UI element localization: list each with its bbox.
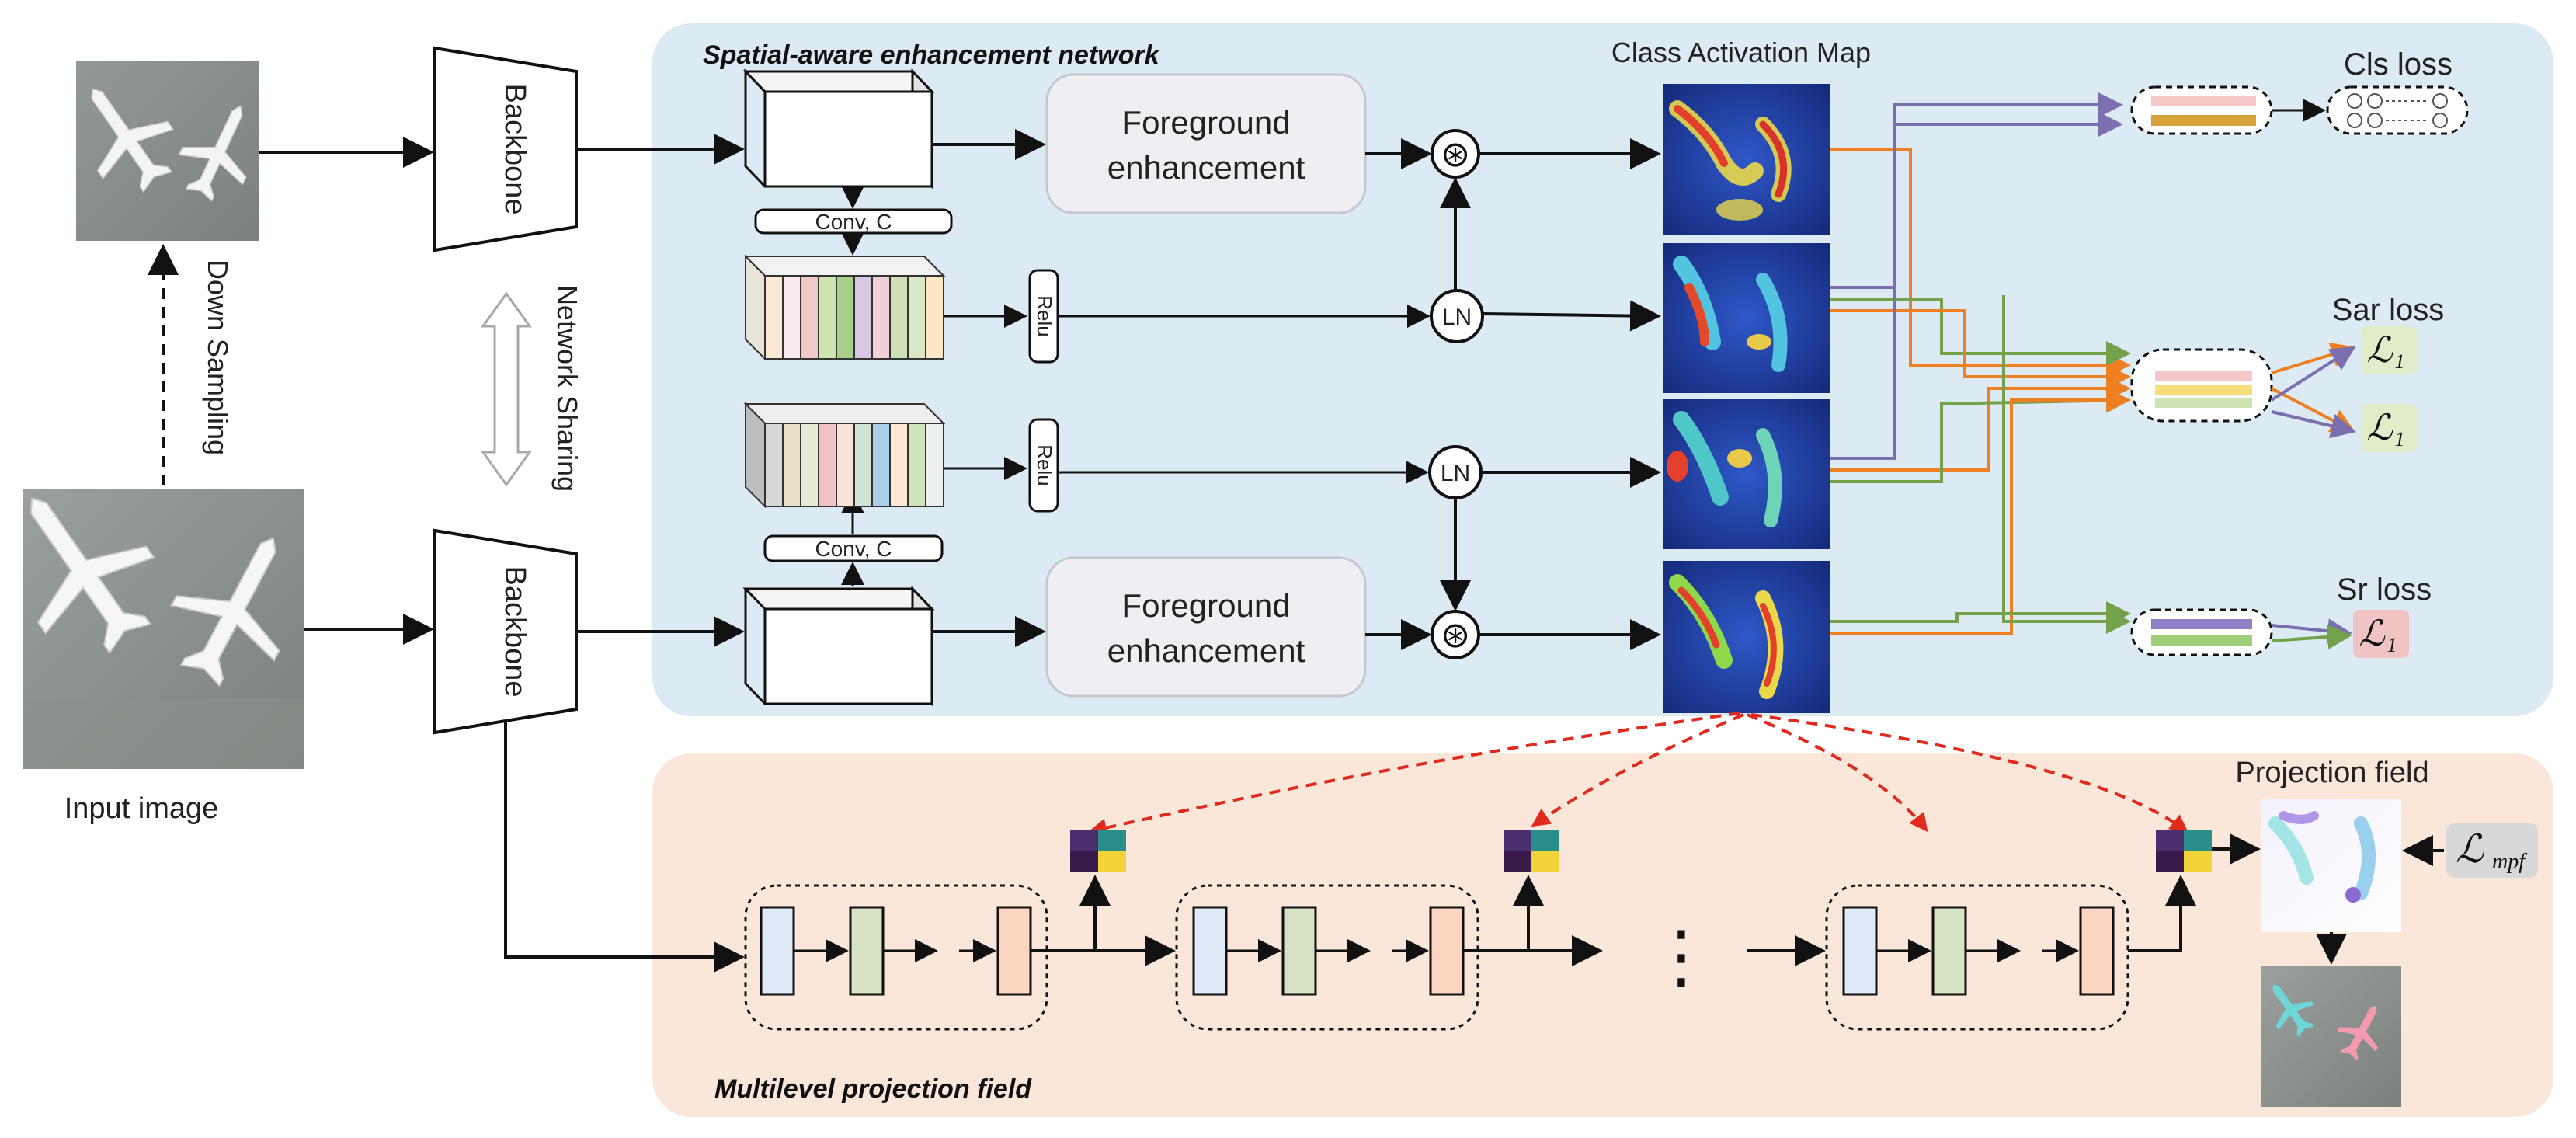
projection-stage-3 — [1825, 884, 2129, 1031]
projection-title: Multilevel projection field — [714, 1074, 1032, 1104]
arrow — [2128, 875, 2196, 952]
cam-projection-arrows — [1088, 712, 2189, 837]
projection-stage-2 — [1175, 884, 1479, 1031]
cam-map-4 — [1663, 561, 1830, 713]
multiply-op-top: ⊛ — [1431, 129, 1480, 179]
network-sharing-arrow — [481, 291, 532, 487]
feature-block-bottom — [742, 586, 935, 707]
sr-loss-label: Sr loss — [2337, 572, 2432, 607]
multiply-symbol-bottom: ⊛ — [1441, 614, 1471, 656]
sr-l1-box — [2353, 610, 2409, 658]
spatial-title: Spatial-aware enhancement network — [703, 40, 1161, 70]
projection-stage-1 — [744, 884, 1048, 1031]
relu-top-label: Relu — [1033, 295, 1056, 336]
cls-class-dots — [2347, 93, 2448, 128]
channel-stack-top — [743, 254, 946, 361]
mpf-loss-sub: mpf — [2492, 850, 2527, 874]
cam-title: Class Activation Map — [1611, 37, 1871, 68]
backbone-bottom-label: Backbone — [499, 566, 531, 697]
mini-grid-3 — [2156, 830, 2212, 872]
cam-map-3 — [1663, 399, 1830, 549]
mpf-loss-script: ℒ — [2456, 827, 2484, 871]
airplane-icon — [91, 88, 174, 193]
foreground-enhancement-bottom: Foreground enhancement — [1045, 556, 1367, 698]
multiply-op-bottom: ⊛ — [1431, 610, 1480, 659]
ln-top: LN — [1430, 289, 1484, 343]
feature-block-top — [742, 68, 935, 190]
channel-stack-bottom — [743, 402, 946, 509]
sar-bar-2 — [2155, 385, 2252, 395]
routing-lines — [1830, 92, 2131, 635]
airplane-icon — [30, 497, 155, 655]
projection-field-image — [2261, 799, 2401, 932]
cls-class-pill — [2326, 85, 2469, 135]
airplane-icon — [170, 537, 280, 687]
arrow — [1482, 300, 1661, 332]
sar-l1-box-1 — [2361, 326, 2417, 374]
arrow — [504, 722, 745, 973]
sar-bar-1 — [2155, 371, 2252, 381]
ln-bottom-label: LN — [1441, 461, 1470, 486]
conv-top-label: Conv, C — [815, 210, 892, 234]
ellipsis-dots: ⋮ — [1646, 916, 1716, 997]
mini-grid-1 — [1070, 830, 1126, 872]
cls-bar-2 — [2151, 115, 2256, 126]
projection-field-label: Projection field — [2235, 757, 2428, 789]
foreground-enhancement-top: Foreground enhancement — [1045, 73, 1367, 214]
arrow — [2271, 624, 2352, 649]
sr-l1-sub: 1 — [2387, 634, 2397, 656]
sar-l1-script-1: ℒ — [2366, 330, 2393, 370]
cls-bar-1 — [2151, 96, 2256, 106]
arrow — [2270, 346, 2356, 402]
airplane-icon — [178, 105, 247, 202]
projection-panel — [652, 753, 2553, 1117]
sr-feature-pill — [2130, 608, 2273, 656]
arrow — [1047, 875, 1111, 952]
input-image — [23, 489, 304, 769]
fg-bottom-line2: enhancement — [1107, 632, 1305, 669]
fg-top-line2: enhancement — [1107, 149, 1305, 186]
cls-feature-pill — [2130, 85, 2273, 135]
arrow — [1478, 875, 1544, 952]
sar-l1-sub-2: 1 — [2395, 428, 2405, 451]
down-sampling-label: Down Sampling — [202, 259, 234, 455]
fg-bottom-line1: Foreground — [1121, 587, 1290, 624]
sr-bar-1 — [2151, 619, 2252, 629]
sar-l1-script-2: ℒ — [2366, 408, 2393, 447]
relu-bottom-label: Relu — [1033, 444, 1056, 485]
network-sharing-label: Network Sharing — [551, 285, 583, 492]
backbone-top-label: Backbone — [499, 83, 531, 214]
input-image-label: Input image — [64, 792, 219, 825]
mini-grid-2 — [1504, 830, 1559, 872]
cam-map-2 — [1663, 243, 1830, 393]
cam-map-1 — [1663, 84, 1830, 235]
conv-bottom-label: Conv, C — [815, 537, 892, 561]
sr-l1-script: ℒ — [2359, 614, 2385, 653]
conv-bottom-box — [763, 534, 944, 562]
arrow — [2271, 410, 2356, 439]
multiply-symbol-top: ⊛ — [1441, 133, 1471, 175]
colorized-result-image — [2261, 966, 2401, 1107]
ln-bottom: LN — [1428, 445, 1483, 499]
relu-bottom-box — [1028, 418, 1059, 513]
sar-loss-label: Sar loss — [2332, 293, 2445, 327]
sar-l1-box-2 — [2361, 404, 2417, 452]
cls-loss-label: Cls loss — [2344, 47, 2453, 82]
sar-l1-sub-1: 1 — [2395, 350, 2405, 373]
ln-top-label: LN — [1442, 305, 1472, 330]
fg-top-line1: Foreground — [1121, 104, 1290, 141]
sar-bar-3 — [2155, 398, 2252, 408]
sr-bar-2 — [2151, 635, 2252, 646]
mpf-loss-box — [2446, 823, 2538, 878]
backbone-top: Backbone — [433, 46, 578, 252]
backbone-bottom: Backbone — [433, 528, 578, 735]
downsampled-image — [76, 61, 259, 241]
